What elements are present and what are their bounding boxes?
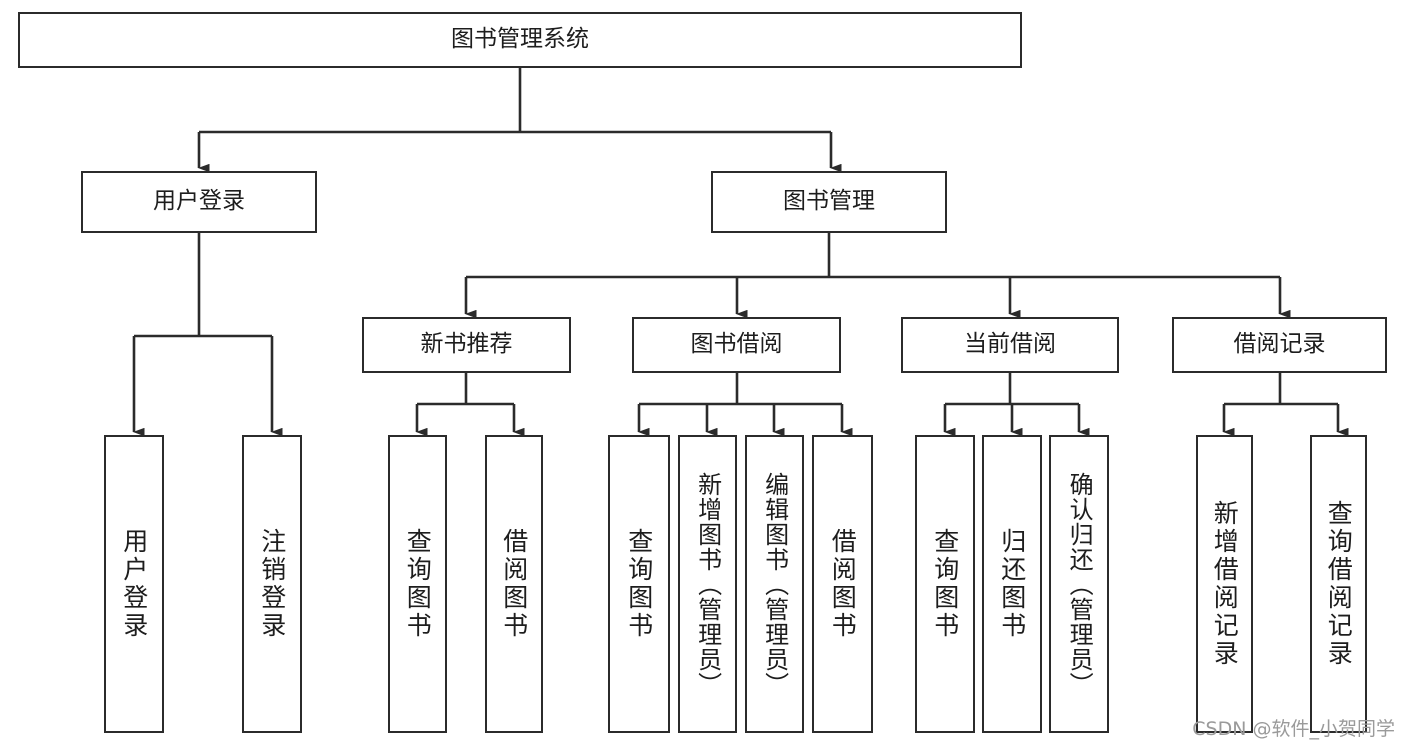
node-leaf-add-borrow-record-label: 新增借阅记录: [1210, 500, 1240, 668]
node-leaf-add-book-label: 新增图书（管理员）: [693, 471, 722, 697]
node-user-login-label: 用户登录: [153, 188, 245, 215]
node-leaf-add-book[interactable]: 新增图书（管理员）: [678, 435, 737, 733]
node-leaf-query-borrow-record[interactable]: 查询借阅记录: [1310, 435, 1367, 733]
node-leaf-return-book[interactable]: 归还图书: [982, 435, 1042, 733]
node-user-login[interactable]: 用户登录: [81, 171, 317, 233]
node-book-borrow-label: 图书借阅: [690, 331, 783, 358]
node-leaf-query-book-recommend-label: 查询图书: [403, 528, 433, 640]
node-leaf-borrow-book-recommend-label: 借阅图书: [499, 528, 529, 640]
node-leaf-add-borrow-record[interactable]: 新增借阅记录: [1196, 435, 1253, 733]
node-leaf-borrow-book-recommend[interactable]: 借阅图书: [485, 435, 543, 733]
node-leaf-query-book-recommend[interactable]: 查询图书: [388, 435, 447, 733]
node-new-book-recommend-label: 新书推荐: [420, 331, 513, 358]
node-book-management[interactable]: 图书管理: [711, 171, 947, 233]
node-leaf-query-borrow-record-label: 查询借阅记录: [1324, 500, 1354, 668]
node-leaf-query-book-borrow-label: 查询图书: [624, 528, 654, 640]
node-book-borrow[interactable]: 图书借阅: [632, 317, 841, 373]
node-leaf-return-book-label: 归还图书: [997, 528, 1027, 640]
node-current-borrow[interactable]: 当前借阅: [901, 317, 1119, 373]
node-current-borrow-label: 当前借阅: [964, 331, 1056, 358]
node-leaf-logout-label: 注销登录: [257, 528, 287, 640]
node-leaf-query-book-borrow[interactable]: 查询图书: [608, 435, 670, 733]
node-leaf-confirm-return-label: 确认归还（管理员）: [1065, 471, 1094, 697]
node-leaf-query-book-current[interactable]: 查询图书: [915, 435, 975, 733]
node-root[interactable]: 图书管理系统: [18, 12, 1022, 68]
node-leaf-logout[interactable]: 注销登录: [242, 435, 302, 733]
node-leaf-edit-book-label: 编辑图书（管理员）: [760, 471, 789, 697]
node-leaf-borrow-book-label: 借阅图书: [828, 528, 858, 640]
node-leaf-edit-book[interactable]: 编辑图书（管理员）: [745, 435, 804, 733]
node-leaf-query-book-current-label: 查询图书: [930, 528, 960, 640]
node-borrow-record[interactable]: 借阅记录: [1172, 317, 1387, 373]
node-leaf-confirm-return[interactable]: 确认归还（管理员）: [1049, 435, 1109, 733]
node-leaf-borrow-book[interactable]: 借阅图书: [812, 435, 873, 733]
node-leaf-user-login-label: 用户登录: [119, 528, 149, 640]
node-book-management-label: 图书管理: [783, 188, 875, 215]
node-new-book-recommend[interactable]: 新书推荐: [362, 317, 571, 373]
node-root-label: 图书管理系统: [451, 26, 589, 53]
node-leaf-user-login[interactable]: 用户登录: [104, 435, 164, 733]
node-borrow-record-label: 借阅记录: [1233, 331, 1326, 358]
